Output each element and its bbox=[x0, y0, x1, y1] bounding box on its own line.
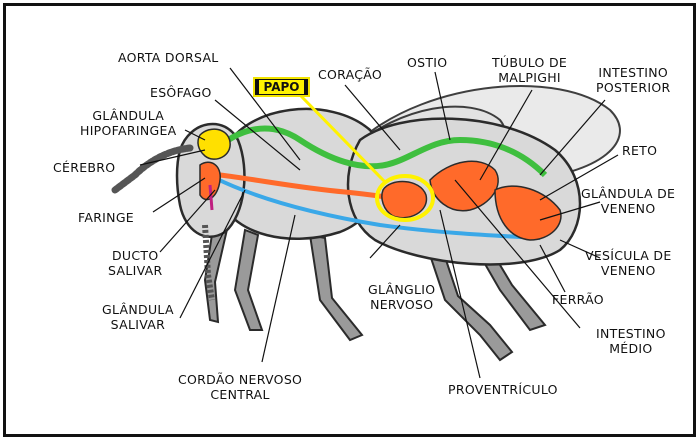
label-vesicula-veneno: VESÍCULA DE VENENO bbox=[585, 248, 672, 278]
label-glandula-hipofaringea: GLÂNDULA HIPOFARINGEA bbox=[80, 108, 177, 138]
label-ferrao: FERRÃO bbox=[552, 292, 604, 307]
label-aorta-dorsal: AORTA DORSAL bbox=[118, 50, 219, 65]
label-proventriculo: PROVENTRÍCULO bbox=[448, 382, 558, 397]
label-cordao-nervoso: CORDÃO NERVOSO CENTRAL bbox=[178, 372, 302, 402]
salivary-duct bbox=[210, 185, 212, 210]
brain bbox=[198, 129, 230, 159]
label-glandula-veneno: GLÂNDULA DE VENENO bbox=[581, 186, 675, 216]
label-glandula-salivar: GLÂNDULA SALIVAR bbox=[102, 302, 174, 332]
label-coracao: CORAÇÃO bbox=[318, 67, 382, 82]
label-faringe: FARINGE bbox=[78, 210, 134, 225]
label-reto: RETO bbox=[622, 143, 657, 158]
label-intestino-posterior: INTESTINO POSTERIOR bbox=[596, 65, 670, 95]
label-intestino-medio: INTESTINO MÉDIO bbox=[596, 326, 666, 356]
label-esofago: ESÔFAGO bbox=[150, 85, 212, 100]
label-ganglio-nervoso: GLÂNGLIO NERVOSO bbox=[368, 282, 435, 312]
label-ducto-salivar: DUCTO SALIVAR bbox=[108, 248, 162, 278]
label-tubulo: TÚBULO DE MALPIGHI bbox=[492, 55, 567, 85]
label-cerebro: CÉREBRO bbox=[53, 160, 115, 175]
papo-highlight-label: PAPO bbox=[253, 77, 310, 97]
crop bbox=[382, 182, 427, 218]
papo-text: PAPO bbox=[259, 80, 305, 94]
label-ostio: OSTIO bbox=[407, 55, 447, 70]
